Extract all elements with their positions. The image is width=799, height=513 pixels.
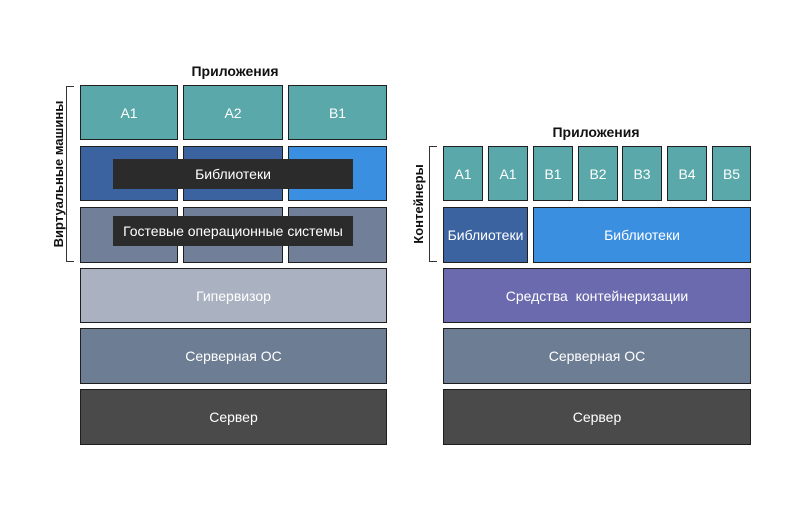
right-containers-bracket	[429, 146, 437, 262]
right-app-b4: B4	[667, 146, 707, 201]
left-server-os-layer: Серверная ОС	[80, 328, 387, 384]
left-server-layer: Сервер	[80, 389, 387, 445]
left-app-b1: B1	[288, 85, 387, 140]
left-libraries-label: Библиотеки	[113, 159, 353, 189]
right-app-b5: B5	[712, 146, 751, 201]
left-app-a1: A1	[80, 85, 178, 140]
right-app-b1: B1	[533, 146, 573, 201]
left-app-a2: A2	[183, 85, 283, 140]
left-vm-label: Виртуальные машины	[51, 100, 66, 248]
right-containers-label: Контейнеры	[411, 164, 426, 244]
right-app-b3: B3	[622, 146, 662, 201]
right-app-a1-second: A1	[488, 146, 528, 201]
right-server-layer: Сервер	[443, 389, 751, 445]
right-app-b2: B2	[578, 146, 618, 201]
right-libraries-a: Библиотеки	[443, 207, 528, 263]
right-apps-heading: Приложения	[552, 124, 640, 140]
right-libraries-b: Библиотеки	[533, 207, 751, 263]
left-apps-heading: Приложения	[191, 63, 279, 79]
left-guest-os-label: Гостевые операционные системы	[113, 216, 353, 246]
right-app-a1-first: A1	[443, 146, 483, 201]
left-vm-bracket	[66, 86, 74, 262]
right-server-os-layer: Серверная ОС	[443, 328, 751, 384]
left-hypervisor-layer: Гипервизор	[80, 268, 387, 323]
right-containerization-layer: Средства контейнеризации	[443, 268, 751, 323]
